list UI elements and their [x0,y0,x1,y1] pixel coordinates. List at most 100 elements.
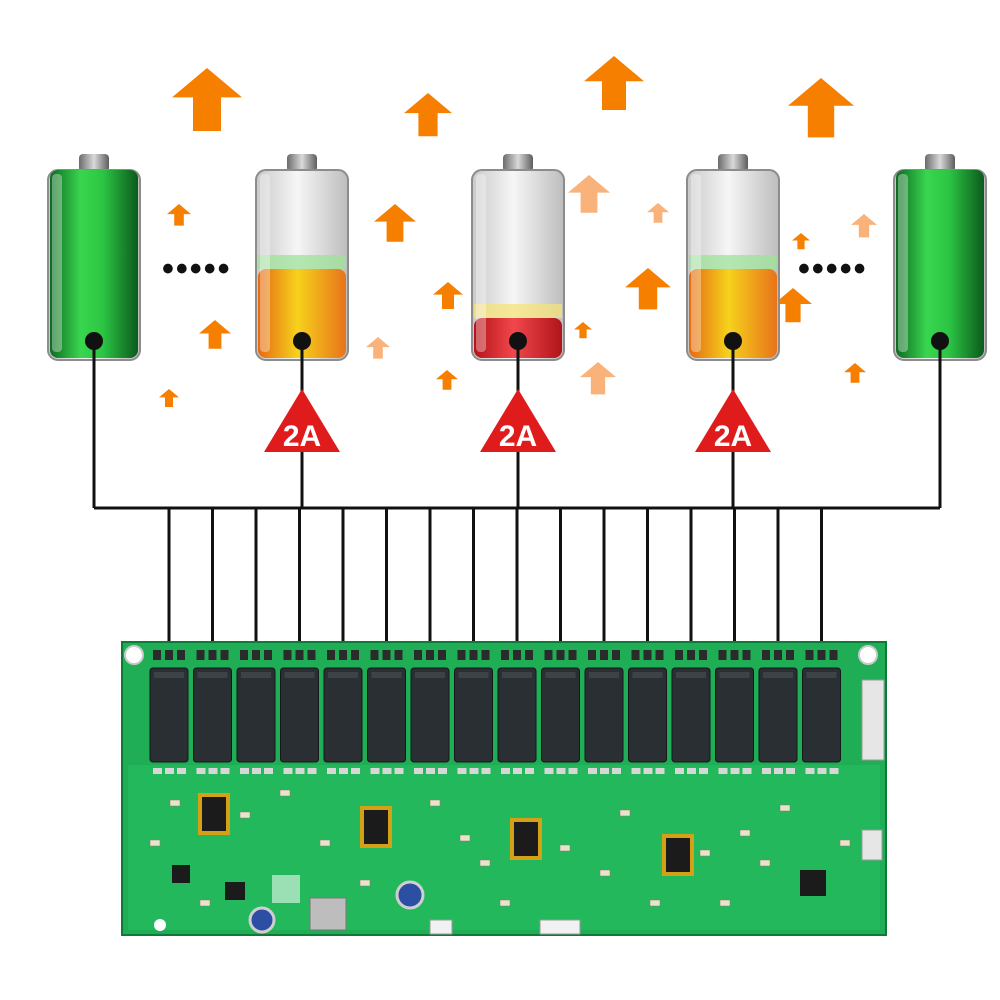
smd-component-icon [817,650,826,660]
relay-top [415,672,445,678]
relay-top [632,672,663,678]
up-arrow-icon [374,204,416,242]
smd-component-icon [457,650,466,660]
smd-component-icon [327,768,336,774]
smd-component-icon [438,768,447,774]
smd-component-icon [600,650,608,660]
battery-row [47,154,987,361]
relay-icon [584,667,624,763]
wiring [92,341,942,660]
up-arrow-icon [788,78,854,138]
smd-component-icon [675,650,683,660]
connector-icon [429,919,453,935]
up-arrow-icon [625,268,671,310]
smd-component-icon [149,839,161,847]
smd-component-icon [762,768,771,774]
relay-icon [236,667,276,763]
pcb-components [149,650,851,907]
smd-component-icon [612,768,621,774]
relay-icon [802,667,841,763]
battery-icon [471,154,565,361]
up-arrow-icon [172,68,242,131]
smd-component-icon [307,650,316,660]
smd-component-icon [252,768,261,774]
battery-icon [893,154,987,361]
smd-component-icon [655,650,664,660]
mounting-hole-icon [124,645,144,665]
smd-component-icon [165,768,174,774]
battery-charge-band [689,255,777,269]
smd-component-icon [588,650,596,660]
smd-component-icon [339,650,347,660]
smd-component-icon [687,650,695,660]
smd-component-icon [559,844,571,852]
smd-component-icon [339,768,348,774]
smd-component-icon [501,650,509,660]
relay-icon [715,667,754,763]
smd-component-icon [479,859,491,867]
smd-component-icon [165,650,173,660]
smd-component-icon [370,768,380,774]
relay-top [545,672,576,678]
current-label: 2A [283,420,321,453]
smd-component-icon [774,768,783,774]
smd-component-icon [612,650,620,660]
smd-component-icon [742,768,752,774]
relay-icon [541,667,580,763]
connector-icon [861,679,885,761]
relay-top [589,672,619,678]
smd-component-icon [759,859,771,867]
smd-component-icon [414,768,423,774]
smd-component-icon [481,768,491,774]
battery-highlight [691,174,701,352]
up-arrow-icon [584,56,644,110]
smd-component-icon [426,650,434,660]
smd-component-icon [600,768,609,774]
up-arrow-icon [159,389,179,407]
battery-highlight [260,174,270,352]
warning-badge-1: 2A [264,389,340,453]
smd-component-icon [829,768,839,774]
ellipsis-right: ••••• [798,250,868,288]
smd-component-icon [199,899,211,907]
smd-component-icon [619,809,631,817]
smd-component-icon [786,768,795,774]
smd-component-icon [568,768,578,774]
smd-component-icon [719,899,731,907]
smd-component-icon [208,650,217,660]
smd-component-icon [687,768,696,774]
relay-top [763,672,793,678]
relay-top [676,672,706,678]
smd-component-icon [817,768,827,774]
relay-top [154,672,184,678]
smd-component-icon [829,650,838,660]
up-arrow-icon [404,93,452,137]
smd-component-icon [457,768,467,774]
smd-component-icon [370,650,379,660]
smd-component-icon [556,768,566,774]
relay-top [458,672,489,678]
smd-component-icon [307,768,317,774]
relay-icon [758,667,798,763]
smd-component-icon [631,768,641,774]
inductor-icon [662,834,694,876]
smd-component-icon [513,768,522,774]
power-inductor-icon [309,897,347,931]
smd-component-icon [153,650,161,660]
smd-component-icon [739,829,751,837]
inductor-icon [198,793,230,835]
battery-charge-fill [689,269,777,358]
up-arrow-icon [844,363,866,383]
battery-icon [686,154,780,361]
relay-icon [628,667,667,763]
smd-component-icon [196,768,206,774]
smd-component-icon [730,650,739,660]
smd-component-icon [544,768,554,774]
smd-component-icon [177,650,185,660]
battery-terminal [503,154,533,172]
smd-component-icon [327,650,335,660]
smd-component-icon [283,650,292,660]
relay-top [806,672,837,678]
smd-component-icon [805,768,815,774]
